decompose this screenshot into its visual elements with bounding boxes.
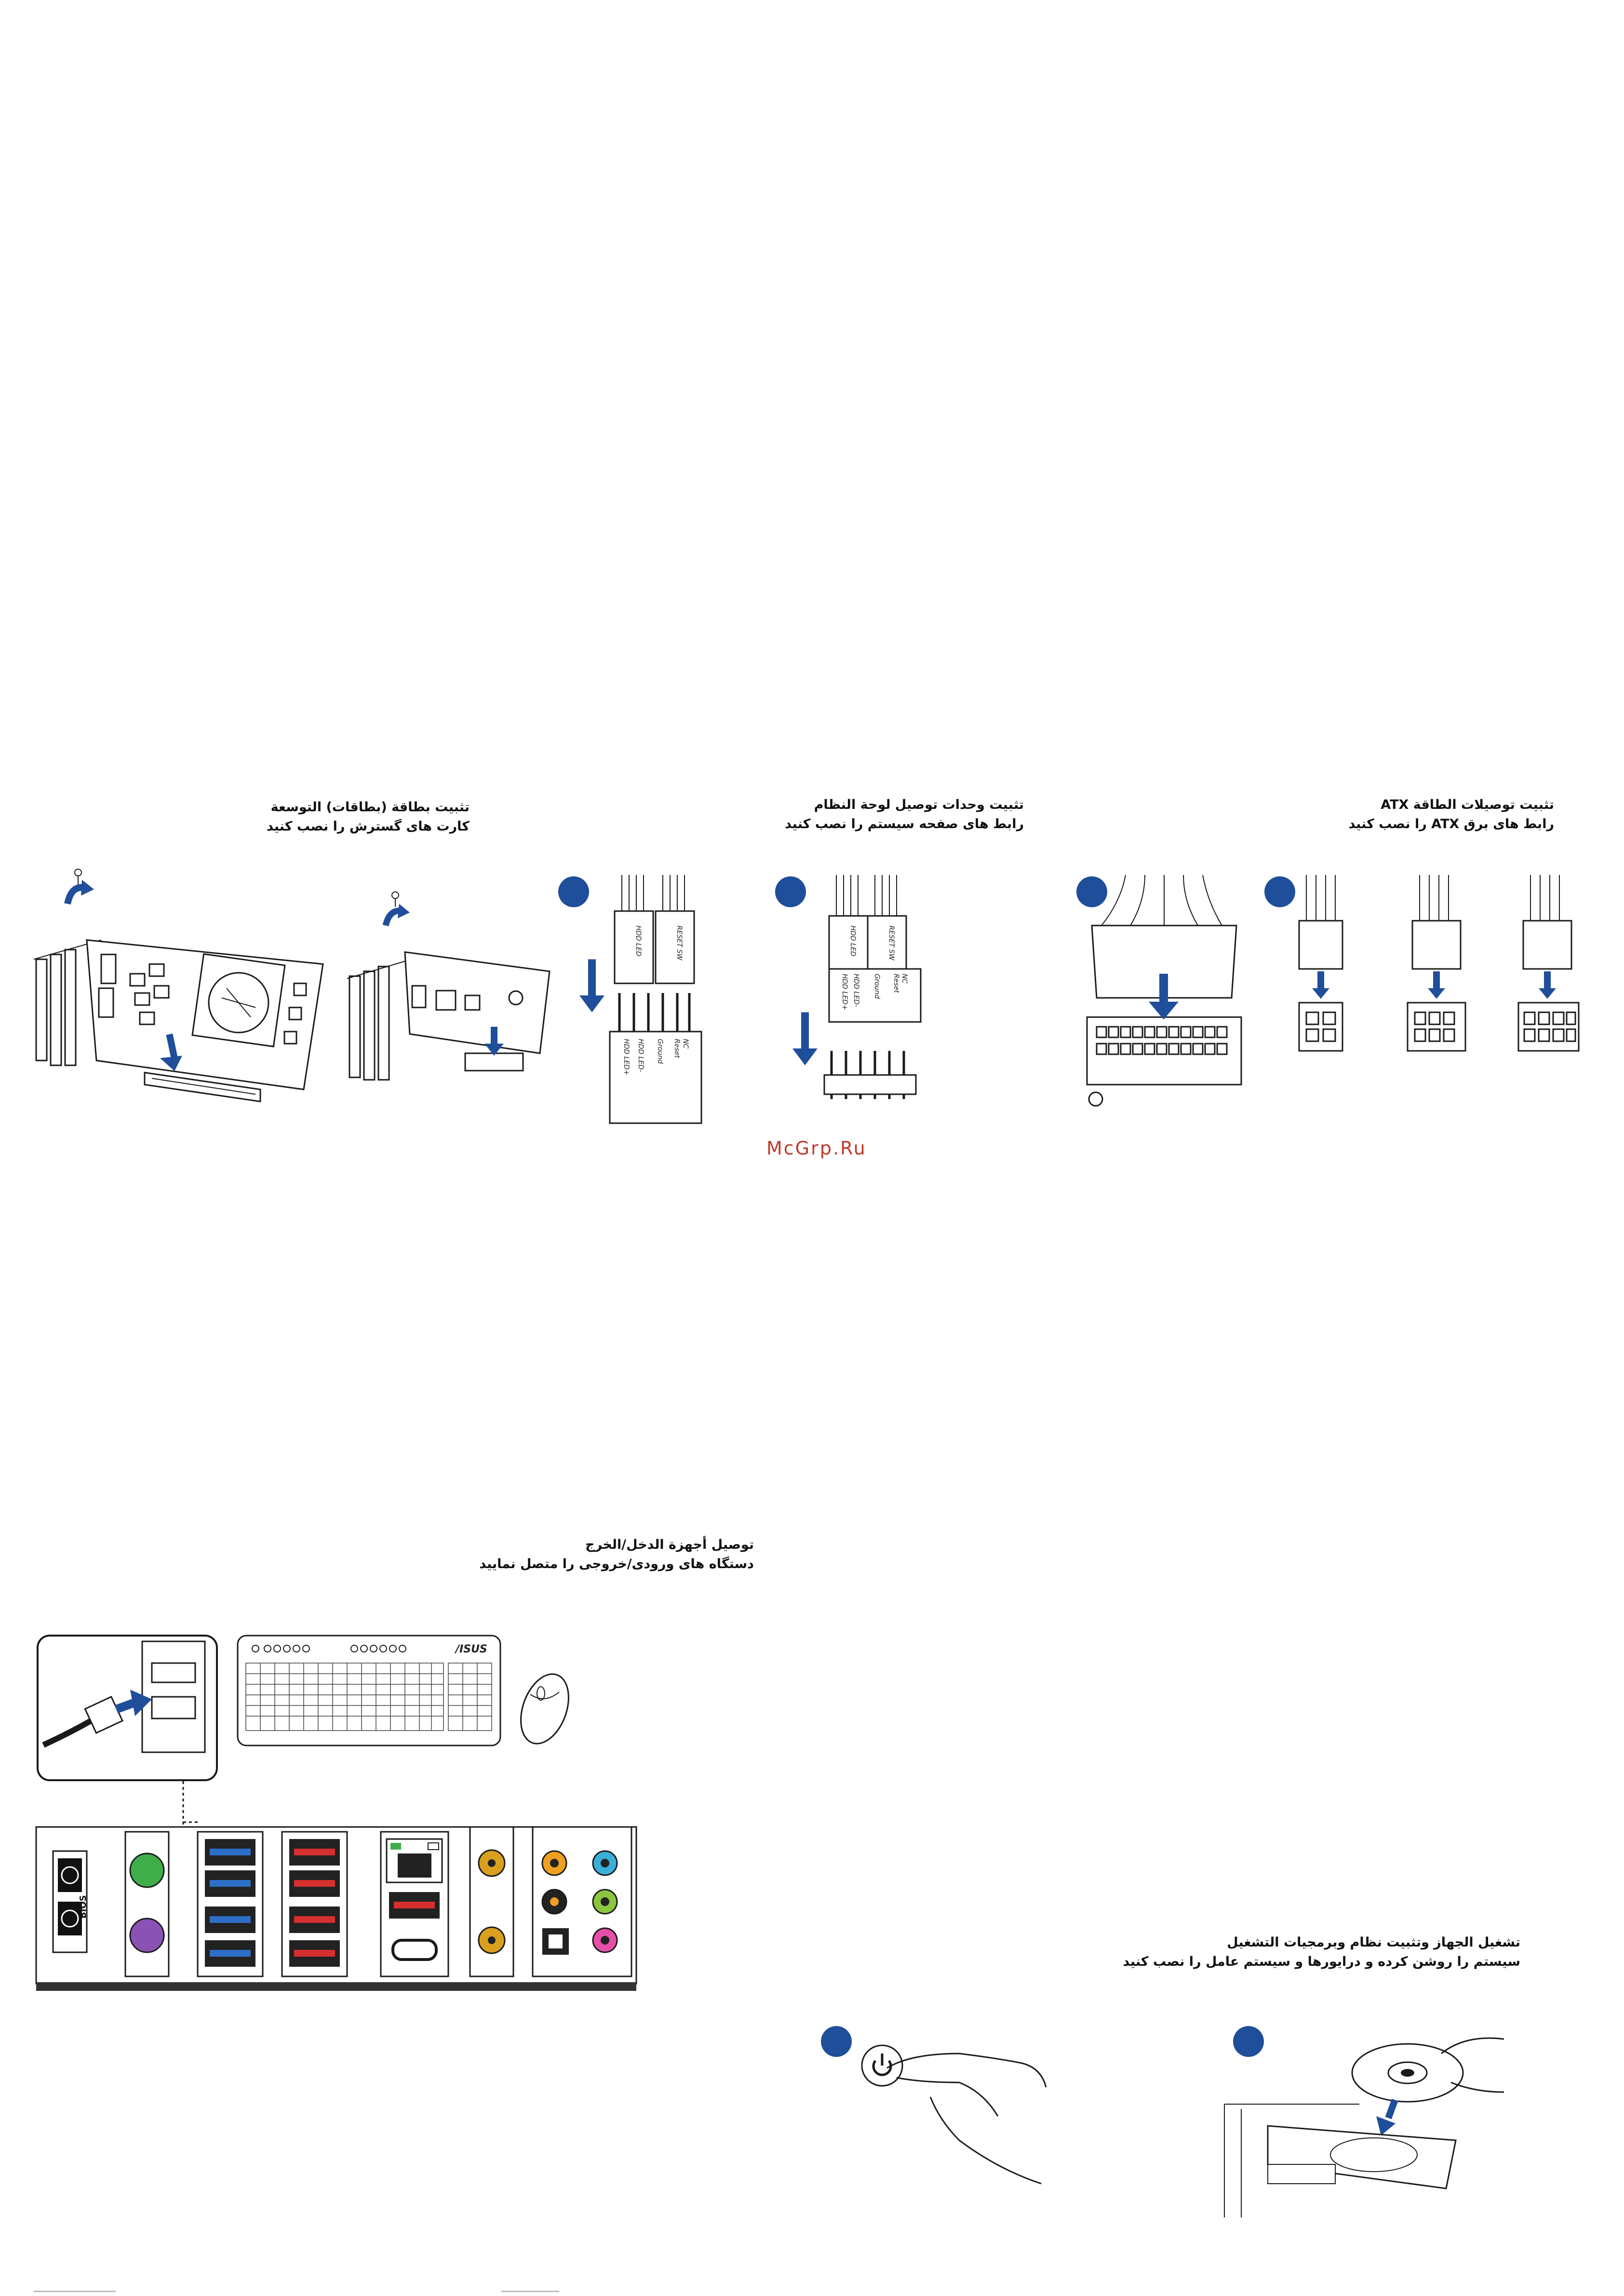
step-1-badge bbox=[821, 2026, 852, 2057]
reset-sw-plug bbox=[655, 910, 695, 984]
io-title-fa: دستگاه های ورودی/خروجی را متصل نمایید bbox=[479, 1557, 754, 1571]
down-arrow-icon bbox=[1376, 2098, 1398, 2135]
power-button-illustration bbox=[821, 2026, 1047, 2185]
panel-connector-heading: تثبيت وحدات توصيل لوحة النظام رابط های ص… bbox=[785, 795, 1024, 834]
reset-sw-label: RESET SW bbox=[887, 926, 895, 961]
power-title-ar: تشغيل الجهاز وتثبيت نظام وبرمجيات التشغي… bbox=[1227, 1935, 1520, 1950]
nc-label: NC bbox=[682, 1039, 689, 1048]
cable-wires bbox=[621, 875, 685, 911]
step-2-badge bbox=[1233, 2026, 1264, 2057]
hdd-led-minus-label: HDD LED- bbox=[637, 1039, 644, 1072]
reset-label: Reset bbox=[892, 974, 900, 993]
panel-connector-illustration-2: HDD LED RESET SW HDD LED+ HDD LED- Groun… bbox=[775, 875, 922, 1099]
expansion-title-ar: تثبيت بطاقة (بطاقات) التوسعة bbox=[270, 800, 470, 815]
ground-label: Ground bbox=[656, 1039, 664, 1064]
io-heading: توصيل أجهزة الدخل/الخرج دستگاه های ورودی… bbox=[479, 1535, 754, 1574]
watermark: McGrp.Ru bbox=[766, 1138, 867, 1159]
step-2-badge bbox=[775, 876, 806, 907]
hdd-led-label: HDD LED bbox=[634, 926, 642, 956]
mouse-illustration bbox=[520, 1673, 569, 1745]
down-arrow-icon bbox=[484, 1027, 504, 1056]
io-title-ar: توصيل أجهزة الدخل/الخرج bbox=[585, 1537, 754, 1552]
rear-io-panel: BIOS bbox=[35, 1781, 637, 1991]
finger-pressing bbox=[886, 2053, 1047, 2185]
step-1-badge bbox=[1076, 876, 1107, 907]
usb-plug-callout bbox=[37, 1635, 218, 1781]
pcie-slot bbox=[464, 1052, 524, 1072]
eps-connector-2 bbox=[1407, 875, 1466, 1052]
reset-sw-label: RESET SW bbox=[675, 926, 683, 961]
footer-mark-center bbox=[501, 2291, 559, 2292]
keyboard-media-keys bbox=[252, 1645, 406, 1652]
eps-connector-3 bbox=[1517, 875, 1580, 1052]
pc-case bbox=[1224, 2104, 1457, 2217]
cd-disc-icon bbox=[1351, 2043, 1464, 2103]
expansion-card bbox=[404, 951, 550, 1054]
lan-usb-typec-stack bbox=[380, 1831, 449, 1977]
panel-header-block bbox=[609, 1031, 702, 1124]
hdd-led-plus-label: HDD LED+ bbox=[622, 1039, 630, 1075]
atx-title-fa: رابط های برق ATX را نصب کنید bbox=[1348, 817, 1554, 832]
step-1-badge bbox=[558, 876, 589, 907]
expansion-card-heading: تثبيت بطاقة (بطاقات) التوسعة کارت های گس… bbox=[267, 798, 470, 836]
cable-wires bbox=[1101, 874, 1222, 926]
hdd-led-plug bbox=[614, 910, 654, 984]
chassis-slots bbox=[347, 956, 420, 1081]
down-arrow-icon bbox=[792, 1012, 818, 1065]
hand-holding-disc bbox=[1441, 2037, 1504, 2093]
header-pins bbox=[618, 993, 691, 1032]
reset-label: Reset bbox=[673, 1039, 681, 1058]
power-icon bbox=[861, 2044, 903, 2087]
hdd-led-label: HDD LED bbox=[849, 926, 857, 956]
ps2-ports bbox=[124, 1831, 170, 1977]
expansion-card-large-illustration bbox=[33, 869, 324, 1102]
down-arrow-icon bbox=[1149, 974, 1179, 1020]
screw-icon bbox=[391, 891, 399, 907]
audio-jacks bbox=[532, 1826, 632, 1977]
connector-assembly bbox=[828, 968, 922, 1023]
hdd-led-plus-label: HDD LED+ bbox=[841, 974, 848, 1010]
panel-title-fa: رابط های صفحه سیستم را نصب کنید bbox=[785, 817, 1024, 832]
usb-port bbox=[151, 1696, 196, 1719]
usb-red-port-stack bbox=[281, 1831, 348, 1977]
atx-8pin-illustrations bbox=[1264, 875, 1580, 1052]
power-on-heading: تشغيل الجهاز وتثبيت نظام وبرمجيات التشغي… bbox=[1123, 1933, 1520, 1972]
down-arrow-icon bbox=[579, 959, 604, 1012]
atx-power-heading: تثبيت توصيلات الطاقة ATX رابط های برق AT… bbox=[1349, 795, 1554, 834]
chassis-slots bbox=[33, 940, 102, 1066]
panel-title-ar: تثبيت وحدات توصيل لوحة النظام bbox=[814, 797, 1024, 812]
panel-connector-illustration-1: HDD LED RESET SW HDD LED+ HDD LED- Groun… bbox=[558, 875, 702, 1124]
hdd-led-minus-label: HDD LED- bbox=[852, 974, 860, 1007]
bios-flashback-block: BIOS bbox=[52, 1850, 88, 1953]
right-arrow-icon bbox=[115, 1690, 152, 1716]
usb3-port-stack bbox=[197, 1831, 264, 1977]
eps-connector-1 bbox=[1298, 875, 1343, 1052]
ground-label: Ground bbox=[873, 974, 881, 999]
graphics-card bbox=[86, 939, 324, 1090]
footer-mark-left bbox=[34, 2291, 116, 2292]
atx-24pin-plug bbox=[1091, 925, 1237, 999]
spdif-coax-ports bbox=[469, 1826, 514, 1977]
keyboard-keys bbox=[245, 1663, 492, 1731]
nc-label: NC bbox=[900, 974, 908, 983]
power-title-fa: سیستم را روشن کرده و درایورها و سیستم عا… bbox=[1123, 1954, 1520, 1969]
pcie-slot bbox=[144, 1072, 261, 1102]
screw-icon bbox=[74, 869, 82, 885]
keyboard-brand-logo: /ISUS bbox=[454, 1643, 487, 1655]
bios-label: BIOS bbox=[78, 1895, 88, 1919]
expansion-title-fa: کارت های گسترش را نصب کنید bbox=[267, 819, 470, 834]
expansion-card-small-illustration bbox=[347, 891, 550, 1081]
socket-pins bbox=[1088, 1026, 1228, 1107]
step-2-badge bbox=[1264, 876, 1295, 907]
atx-title-ar: تثبيت توصيلات الطاقة ATX bbox=[1381, 797, 1554, 812]
atx-24pin-illustration bbox=[1076, 874, 1242, 1107]
down-arrow-icon bbox=[160, 1034, 182, 1071]
header-pins bbox=[823, 1051, 917, 1099]
cable-wires bbox=[836, 875, 897, 916]
keyboard-illustration: /ISUS bbox=[237, 1635, 501, 1746]
optical-drive-illustration bbox=[1224, 2026, 1504, 2217]
